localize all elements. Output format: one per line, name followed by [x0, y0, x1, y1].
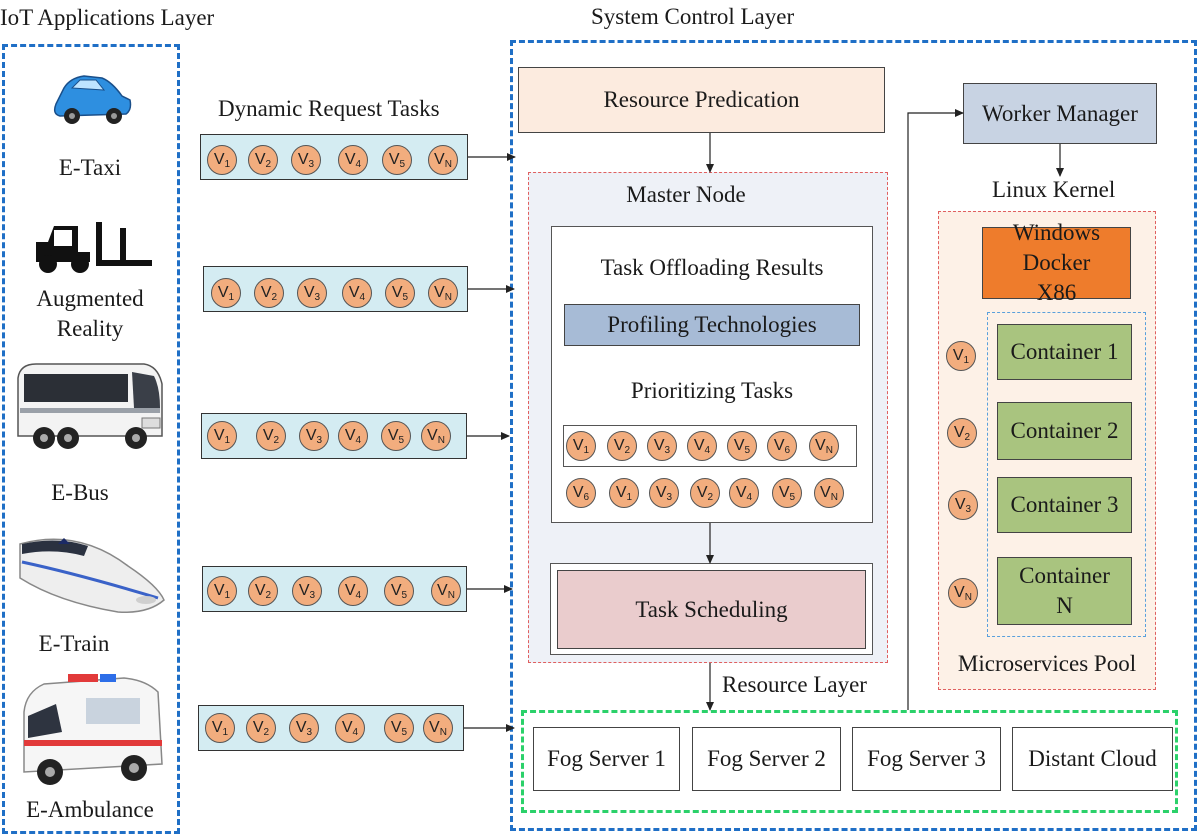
task-bar-eambulance	[198, 705, 464, 751]
task-circle: VN	[423, 713, 453, 743]
task-circle: V2	[256, 421, 286, 451]
task-circle: V1	[207, 576, 237, 606]
task-circle: VN	[431, 576, 461, 606]
task-circle: V3	[297, 278, 327, 308]
task-circle: V2	[248, 576, 278, 606]
task-circle: V4	[342, 278, 372, 308]
fog-server-3-box: Fog Server 3	[852, 727, 1001, 791]
task-circle: V2	[246, 713, 276, 743]
container-1-box: Container 1	[997, 324, 1132, 380]
task-circle: V1	[946, 341, 976, 371]
task-bar-ar	[203, 266, 468, 312]
task-circle: V5	[772, 478, 802, 508]
task-circle: V2	[690, 478, 720, 508]
vehicle-label-ebus: E-Bus	[51, 480, 109, 505]
task-circle: V1	[566, 431, 596, 461]
task-circle: V4	[338, 576, 368, 606]
task-circle: VN	[809, 431, 839, 461]
task-circle: V6	[566, 478, 596, 508]
task-circle: VN	[814, 478, 844, 508]
task-circle: V3	[292, 576, 322, 606]
task-circle: V3	[291, 145, 321, 175]
task-circle: VN	[948, 578, 978, 608]
task-circle: V3	[289, 713, 319, 743]
bus-icon	[17, 363, 163, 449]
task-circle: V3	[647, 431, 677, 461]
fog-server-2-box: Fog Server 2	[692, 727, 841, 791]
task-circle: V2	[947, 418, 977, 448]
task-circle: V4	[338, 145, 368, 175]
ambulance-icon	[23, 674, 163, 785]
system-control-layer-title: System Control Layer	[591, 4, 795, 29]
forklift-icon	[36, 222, 152, 273]
task-circle: V5	[382, 145, 412, 175]
microservices-pool-label: Microservices Pool	[957, 651, 1137, 676]
vehicle-label-augmented-reality: Augmented Reality	[36, 286, 144, 341]
task-bar-etaxi	[200, 134, 468, 180]
task-circle: VN	[428, 278, 458, 308]
iot-layer-border	[2, 44, 180, 834]
container-n-box: Container N	[997, 557, 1132, 625]
task-circle: V5	[381, 421, 411, 451]
prioritizing-tasks-label: Prioritizing Tasks	[630, 378, 794, 403]
worker-manager-box: Worker Manager	[963, 83, 1157, 144]
profiling-technologies-box: Profiling Technologies	[564, 304, 860, 346]
container-2-box: Container 2	[997, 402, 1132, 460]
vehicle-label-etaxi: E-Taxi	[58, 155, 122, 180]
task-circle: V3	[948, 490, 978, 520]
vehicle-label-etrain: E-Train	[38, 631, 110, 656]
prioritized-task-row-box	[563, 425, 857, 467]
linux-kernel-label: Linux Kernel	[992, 177, 1116, 202]
task-circle: V4	[687, 431, 717, 461]
task-circle: V4	[338, 421, 368, 451]
dynamic-request-tasks-title: Dynamic Request Tasks	[218, 96, 440, 121]
vehicle-label-eambulance: E-Ambulance	[26, 797, 154, 822]
task-circle: V4	[335, 713, 365, 743]
resource-layer-title: Resource Layer	[722, 672, 867, 697]
task-circle: V1	[609, 478, 639, 508]
task-circle: V5	[384, 713, 414, 743]
resource-prediction-box: Resource Predication	[518, 67, 885, 133]
task-circle: V5	[385, 278, 415, 308]
system-control-layer-border	[510, 40, 1197, 831]
iot-layer-title: IoT Applications Layer	[0, 5, 215, 30]
master-node-title: Master Node	[626, 182, 746, 207]
task-circle: V2	[254, 278, 284, 308]
resource-layer-border	[521, 710, 1178, 813]
train-icon	[19, 538, 165, 613]
car-icon	[53, 75, 132, 124]
task-circle: V2	[607, 431, 637, 461]
task-circle: V1	[211, 278, 241, 308]
task-circle: V1	[205, 713, 235, 743]
task-circle: V5	[384, 576, 414, 606]
task-circle: V6	[767, 431, 797, 461]
container-group-border	[987, 312, 1146, 637]
distant-cloud-box: Distant Cloud	[1012, 727, 1173, 791]
task-circle: V2	[248, 145, 278, 175]
task-circle: V3	[299, 421, 329, 451]
task-offloading-panel	[551, 226, 873, 523]
task-circle: V4	[729, 478, 759, 508]
task-scheduling-box: Task Scheduling	[557, 570, 866, 649]
task-circle: VN	[428, 145, 458, 175]
task-bar-etrain	[202, 566, 467, 612]
fog-server-1-box: Fog Server 1	[533, 727, 680, 791]
container-3-box: Container 3	[997, 477, 1132, 533]
task-circle: V1	[207, 421, 237, 451]
task-offloading-results-label: Task Offloading Results	[600, 255, 824, 280]
task-circle: VN	[421, 421, 451, 451]
task-circle: V3	[649, 478, 679, 508]
task-circle: V5	[727, 431, 757, 461]
task-circle: V1	[207, 145, 237, 175]
